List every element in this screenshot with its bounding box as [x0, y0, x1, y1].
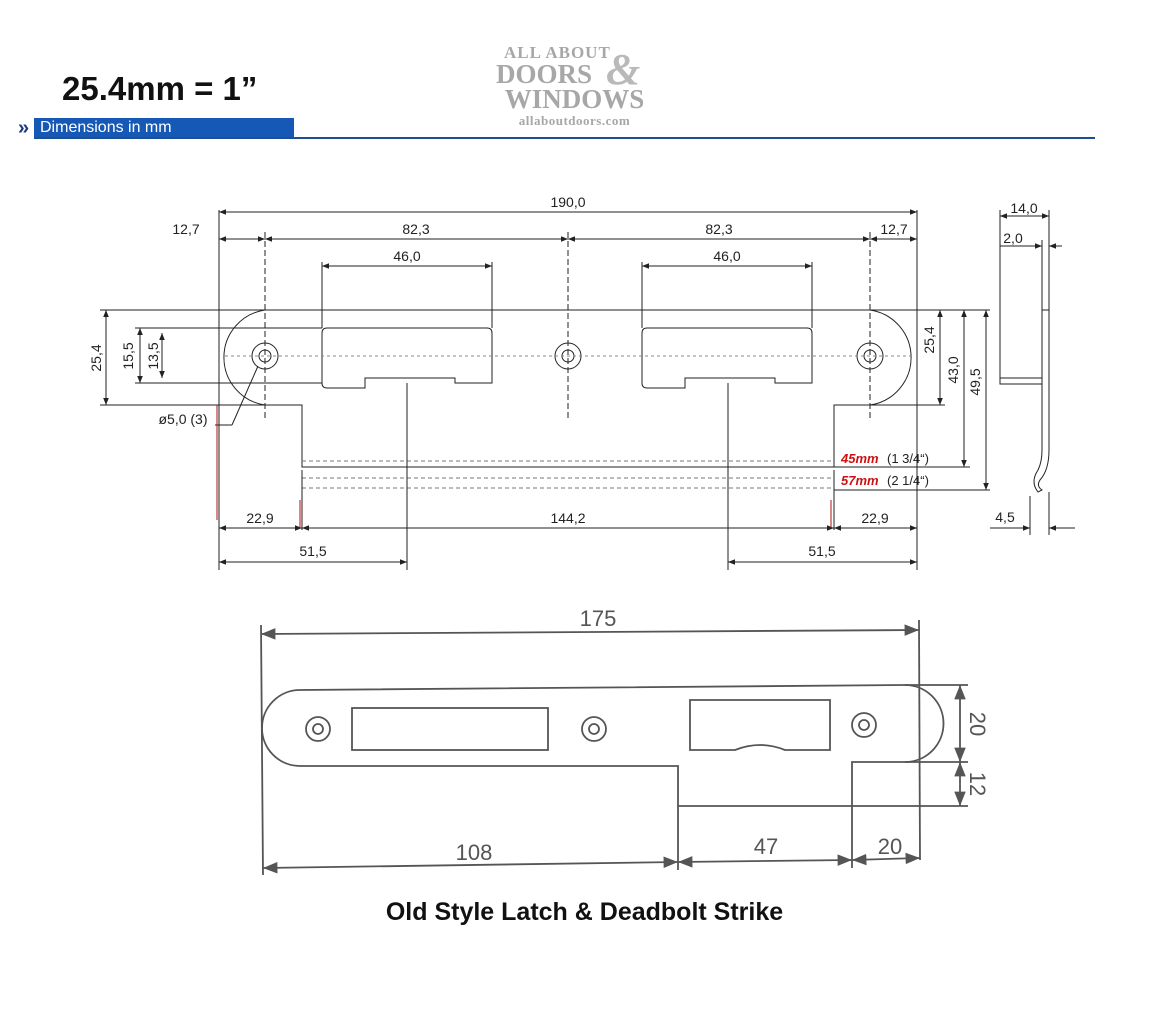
dim-overall-length: 190,0	[550, 194, 585, 210]
banner-arrows-icon: »	[18, 117, 30, 139]
dim-hole-spacing-right: 82,3	[705, 221, 732, 237]
dim-lip-offset-right: 22,9	[861, 510, 888, 526]
old-right-hole	[851, 712, 877, 738]
hole-diameter-label: ø5,0 (3)	[158, 411, 207, 427]
dim-total-height-49: 49,5	[967, 368, 983, 395]
logo-url: allaboutdoors.com	[518, 113, 631, 128]
dim-lip-height-43: 43,0	[945, 356, 961, 383]
company-logo: ALL ABOUT DOORS & WINDOWS allaboutdoors.…	[492, 43, 657, 129]
dim-end-height-right: 25,4	[921, 326, 937, 353]
side-profile	[1033, 309, 1050, 493]
logo-line-3: WINDOWS	[504, 84, 645, 114]
backset-45-label: 45mm	[840, 451, 879, 466]
dim-center-offset-left: 51,5	[299, 543, 326, 559]
dim-end-height: 25,4	[88, 344, 104, 371]
old-center-hole	[581, 716, 607, 742]
dim-cutout-height: 15,5	[120, 342, 136, 369]
old-dim-lip-segment: 47	[754, 834, 778, 859]
old-right-slot	[689, 699, 831, 751]
drawing-caption: Old Style Latch & Deadbolt Strike	[385, 898, 784, 926]
old-dim-right-segment: 20	[878, 834, 902, 859]
dimensions-banner: Dimensions in mm	[34, 118, 294, 138]
dimensions-banner-label: Dimensions in mm	[40, 119, 172, 136]
header-divider	[34, 137, 1095, 139]
dim-center-offset-right: 51,5	[808, 543, 835, 559]
dim-cutout-width-left: 46,0	[393, 248, 420, 264]
dim-cutout-inner-height: 13,5	[145, 342, 161, 369]
dim-side-curl: 4,5	[995, 509, 1015, 525]
logo-line-1: ALL ABOUT	[504, 43, 611, 62]
top-strike-drawing: 190,0 12,7 82,3 82,3 12,7 46,0 46,0 22,9…	[88, 194, 1075, 570]
old-dim-lip-height: 12	[965, 772, 990, 796]
backset-57-imperial: (2 1/4“)	[887, 473, 929, 488]
dim-lip-offset-left: 22,9	[246, 510, 273, 526]
dim-side-thickness: 14,0	[1010, 200, 1037, 216]
backset-45-imperial: (1 3/4“)	[887, 451, 929, 466]
dim-side-material: 2,0	[1003, 230, 1023, 246]
backset-57-label: 57mm	[841, 473, 879, 488]
dim-end-offset-right: 12,7	[880, 221, 907, 237]
old-strike-outline	[261, 684, 945, 807]
dim-cutout-width-right: 46,0	[713, 248, 740, 264]
old-left-hole	[305, 716, 331, 742]
logo-ampersand: &	[606, 45, 641, 94]
logo-line-2: DOORS	[496, 59, 593, 89]
right-cutout	[641, 327, 813, 389]
old-dim-left-segment: 108	[456, 840, 493, 865]
old-dim-plate-height: 20	[965, 712, 990, 736]
dim-end-offset-left: 12,7	[172, 221, 199, 237]
left-cutout	[321, 327, 493, 389]
old-dim-overall: 175	[580, 606, 617, 631]
old-left-slot	[351, 707, 549, 751]
dim-lip-length: 144,2	[550, 510, 585, 526]
dim-hole-spacing-left: 82,3	[402, 221, 429, 237]
unit-conversion-heading: 25.4mm = 1”	[62, 70, 258, 107]
